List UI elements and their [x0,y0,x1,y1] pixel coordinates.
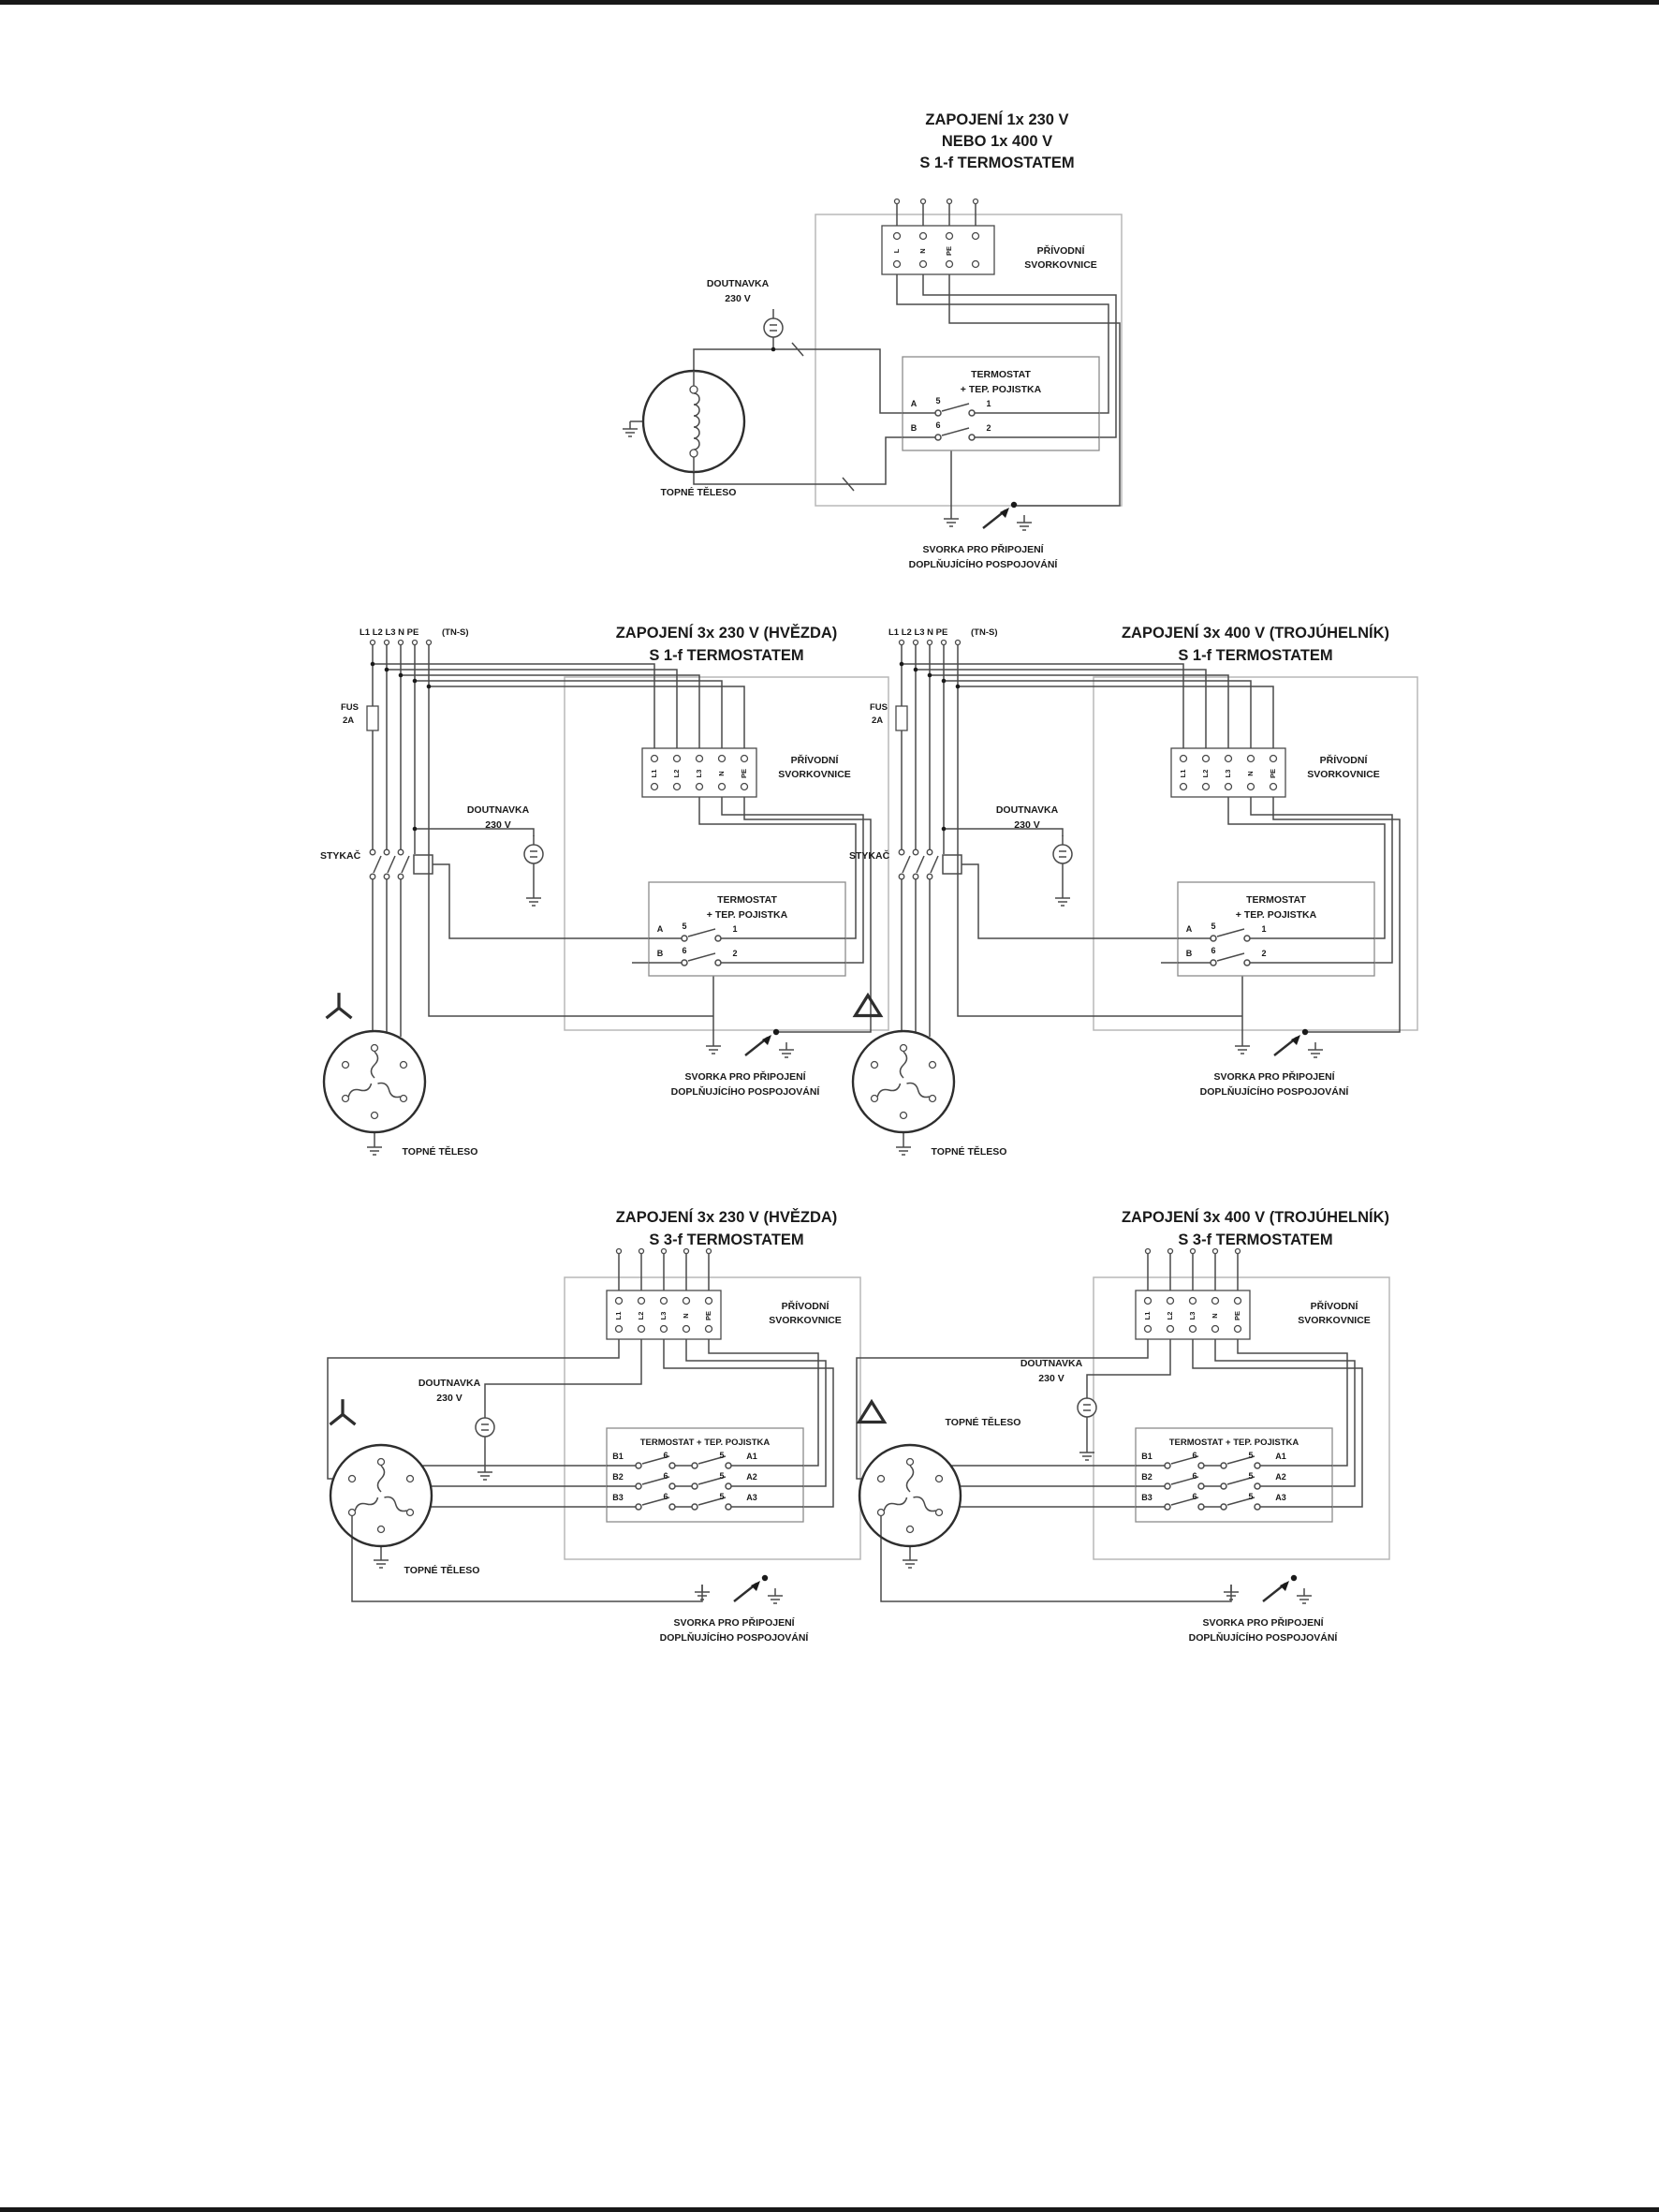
supply-entry-terminals [893,198,979,205]
page-border-bottom [0,2207,1659,2212]
glow-lamp-group [996,804,1072,873]
heating-element-caption [931,1145,1007,1158]
thermostat-1f-block [903,357,1099,450]
heating-element-caption [945,1416,1021,1428]
wires [372,644,872,1140]
supply-entry-terminals [1144,1247,1241,1255]
fuse-body [366,705,379,731]
contactor-caption [849,849,890,862]
heating-element-caption [404,1564,480,1576]
earth-ground-icon [366,1139,383,1156]
supply-lines-caption [888,627,998,638]
contactor-icon [369,848,433,880]
diagram-title-line1: ZAPOJENÍ 1x 230 V [925,111,1068,128]
junction-dots [771,347,776,352]
supply-terminal-block [881,225,995,275]
star-connection-icon [328,1397,358,1426]
wires [901,644,1401,1140]
earth-ground-icon [1054,890,1071,907]
delta-connection-icon [853,994,883,1018]
glow-lamp-group [467,804,543,873]
diagram-title-line1: ZAPOJENÍ 3x 400 V (TROJÚHELNÍK) [1122,624,1389,641]
supply-entry-terminals [898,639,962,646]
junction-dots [370,661,432,832]
supply-terminal-caption [1024,244,1097,271]
page-border-top [0,0,1659,5]
thermostat-1f-block [1178,882,1374,976]
diagram-3x400v-delta-3f-termostat: ZAPOJENÍ 3x 400 V (TROJÚHELNÍK) S 3-f TE… [856,1208,1390,1723]
diagram-title-line1: ZAPOJENÍ 3x 230 V (HVĚZDA) [616,624,838,641]
wires [327,1253,834,1602]
thermostat-1f-block [649,882,845,976]
earth-ground-icon [622,420,639,437]
heating-element-3ph-icon [851,1029,956,1134]
glow-lamp-group [707,278,783,347]
bonding-terminal-group [1200,1029,1350,1098]
diagram-title-line1: ZAPOJENÍ 3x 230 V (HVĚZDA) [616,1208,838,1226]
heating-element-3ph-icon [858,1443,962,1548]
heating-element-caption [660,486,737,498]
fuse-body [895,705,908,731]
supply-terminal-block [641,747,757,798]
wires [856,1253,1363,1602]
thermostat-3f-block [607,1428,803,1522]
diagram-title-line2: S 1-f TERMOSTATEM [649,647,803,664]
supply-terminal-block [606,1290,722,1340]
diagram-title-line2: S 1-f TERMOSTATEM [1178,647,1332,664]
earth-ground-icon [477,1464,493,1481]
contactor-icon [898,848,962,880]
earth-ground-icon [895,1139,912,1156]
outer-box [815,214,1123,507]
supply-terminal-caption [1298,1300,1371,1326]
earth-ground-icon [1079,1444,1095,1461]
supply-terminal-caption [1307,754,1380,780]
diagram-title-line3: S 1-f TERMOSTATEM [919,155,1074,171]
heating-element-3ph-icon [322,1029,427,1134]
outer-box [1093,676,1418,1031]
supply-terminal-block [1170,747,1286,798]
earth-ground-icon [902,1552,918,1569]
supply-entry-terminals [615,1247,712,1255]
star-connection-icon [324,991,354,1020]
heating-element-1ph-icon [641,369,746,474]
bonding-terminal-group [1189,1575,1339,1644]
supply-lines-caption [360,627,469,638]
heating-element-3ph-icon [329,1443,433,1548]
earth-ground-icon [525,890,542,907]
contactor-caption [320,849,361,862]
fuse-caption [341,702,359,726]
diagram-title-line1: ZAPOJENÍ 3x 400 V (TROJÚHELNÍK) [1122,1208,1389,1226]
delta-connection-icon [857,1400,887,1424]
earth-ground-icon [373,1552,389,1569]
diagram-title-line2: NEBO 1x 400 V [942,133,1052,150]
diagram-3x230v-star-1f-termostat: ZAPOJENÍ 3x 230 V (HVĚZDA) S 1-f TERMOST… [320,624,889,1158]
diagram-title-line2: S 3-f TERMOSTATEM [649,1231,803,1248]
heating-element-caption [402,1145,478,1158]
diagram-3x400v-delta-1f-termostat: ZAPOJENÍ 3x 400 V (TROJÚHELNÍK) S 1-f TE… [849,624,1418,1158]
thermostat-3f-block [1136,1428,1332,1522]
supply-entry-terminals [369,639,433,646]
bonding-terminal-group [660,1575,810,1644]
bonding-terminal-group [909,502,1059,570]
glow-lamp-group [1020,1358,1096,1426]
glow-lamp-group [418,1378,494,1446]
outer-box [1093,1276,1390,1560]
supply-terminal-block [1135,1290,1251,1340]
fuse-caption [870,702,888,726]
junction-dots [899,661,961,832]
diagram-title-line2: S 3-f TERMOSTATEM [1178,1231,1332,1248]
diagram-1x230v-1f-termostat: ZAPOJENÍ 1x 230 V NEBO 1x 400 V S 1-f TE… [622,111,1123,613]
bonding-terminal-group [671,1029,821,1098]
supply-terminal-caption [769,1300,842,1326]
diagram-3x230v-star-3f-termostat: ZAPOJENÍ 3x 230 V (HVĚZDA) S 3-f TERMOST… [327,1208,861,1723]
